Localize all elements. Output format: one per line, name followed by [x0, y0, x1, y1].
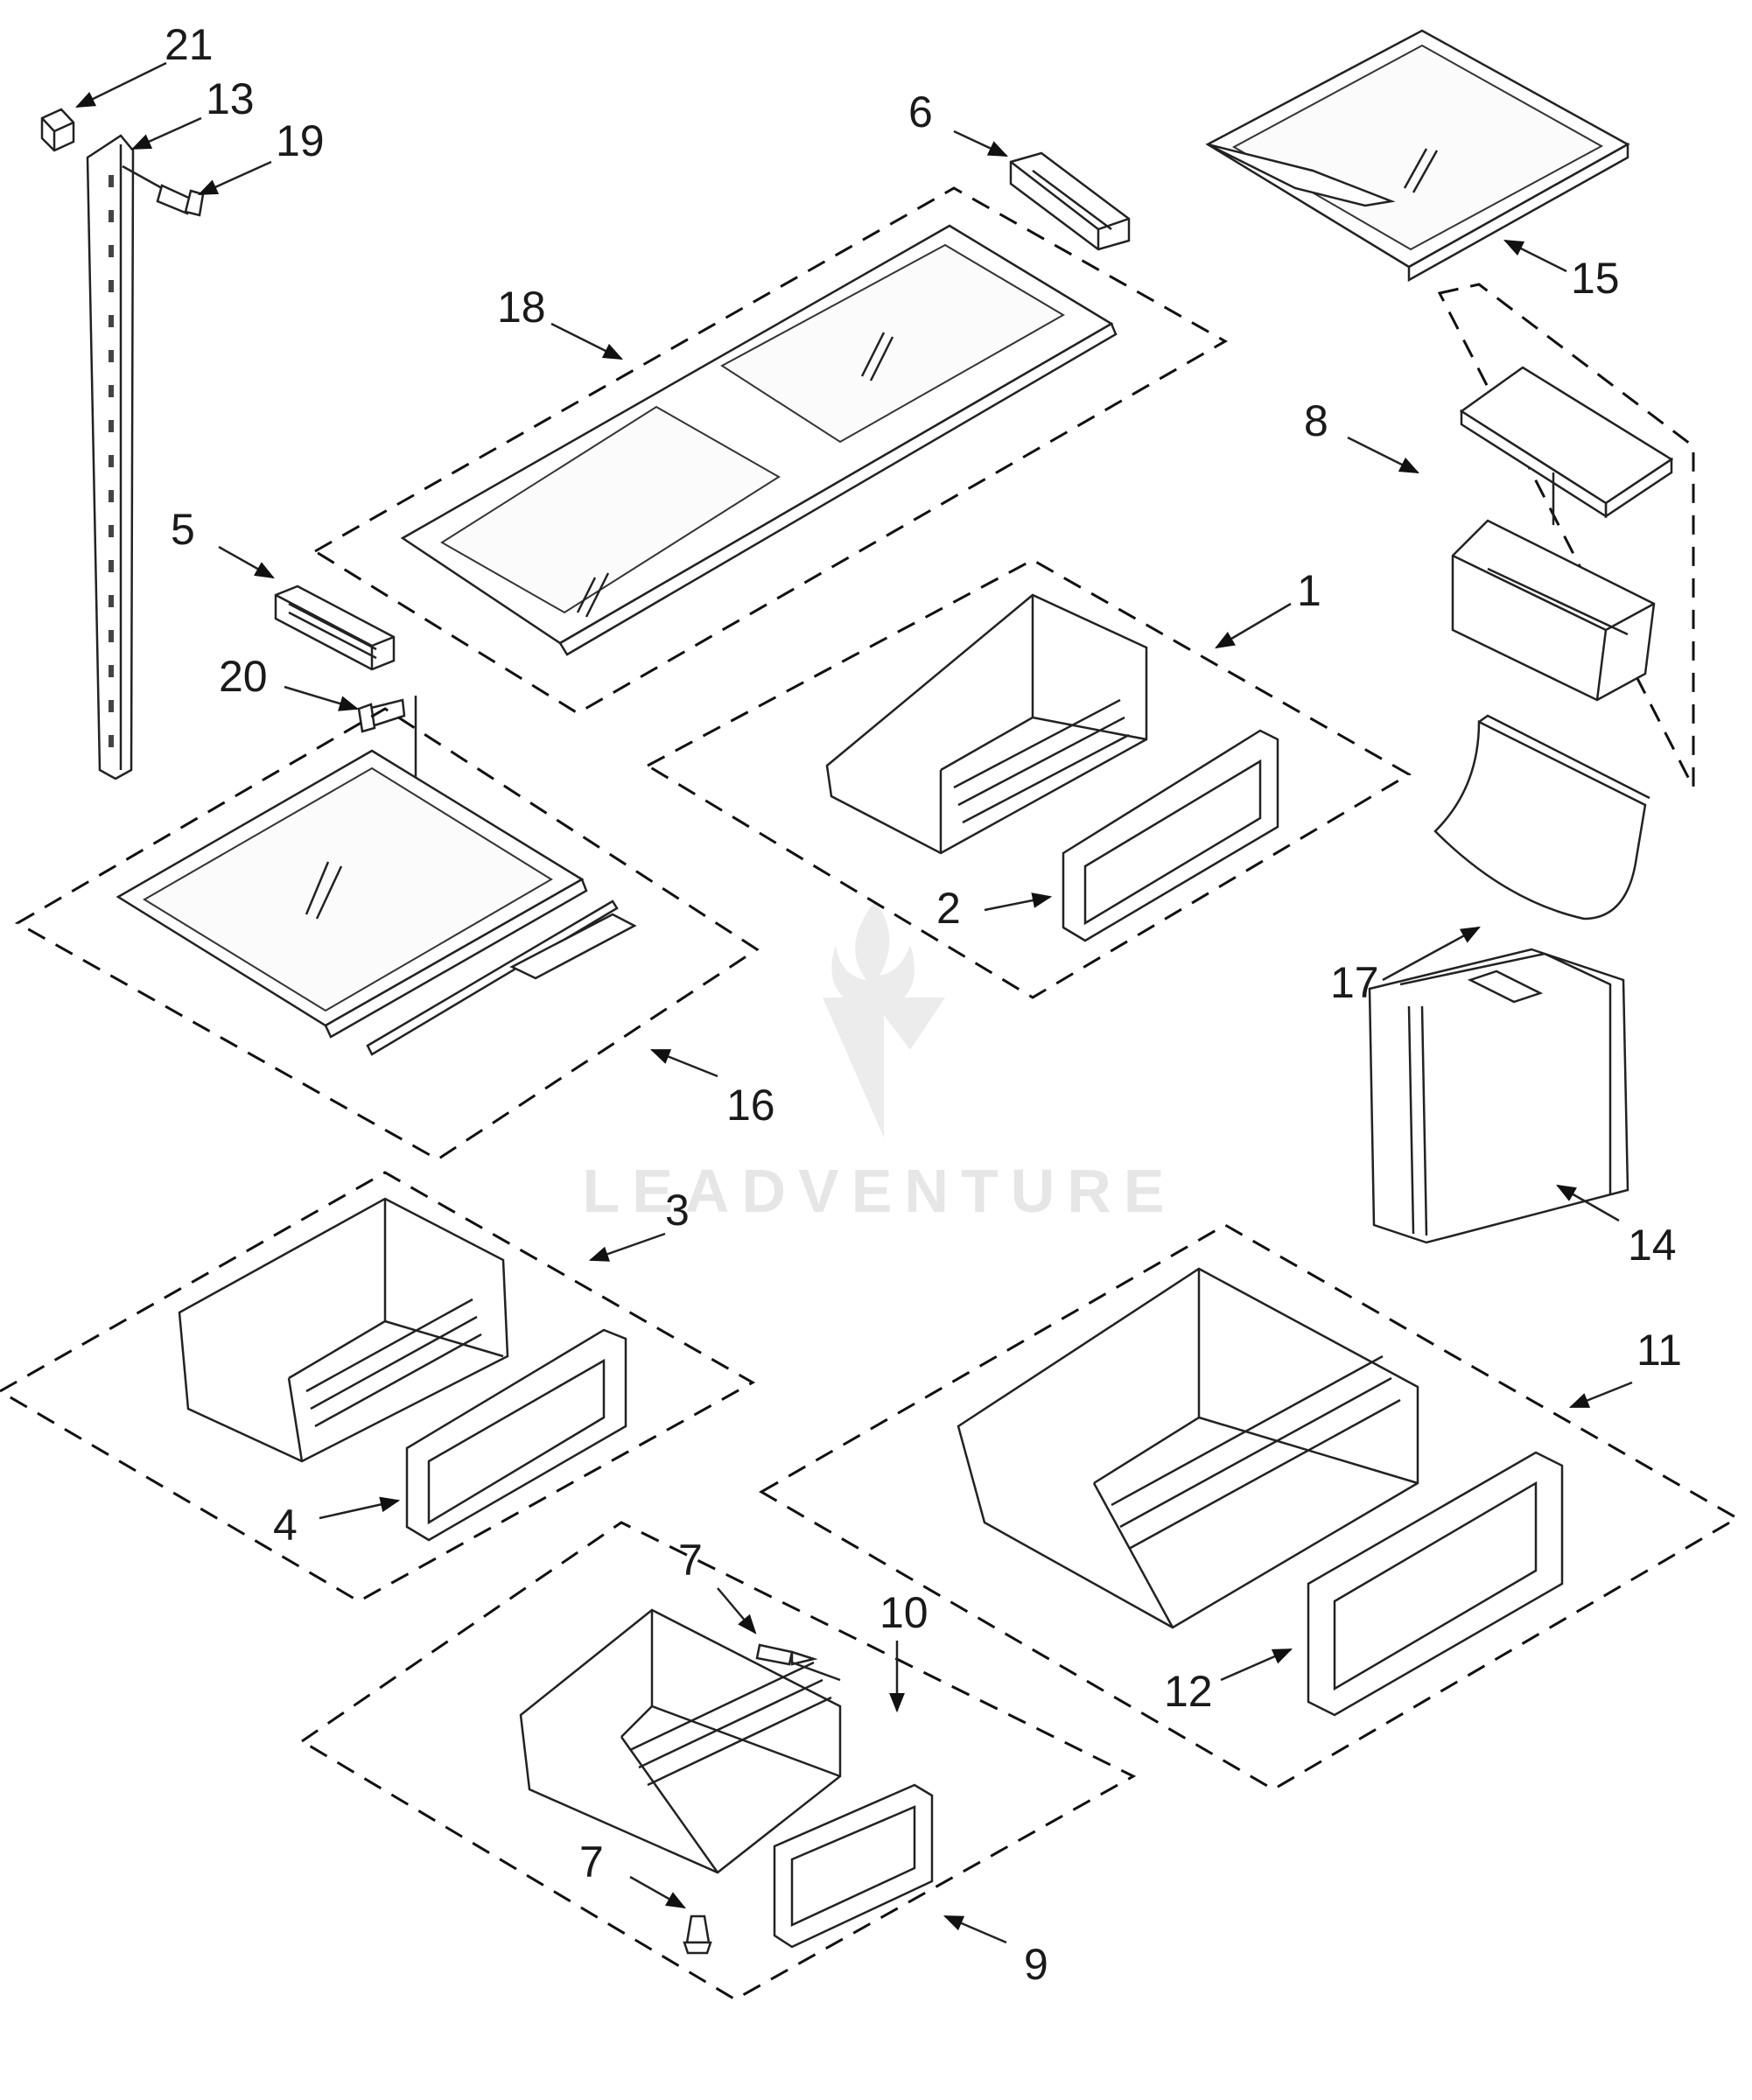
- callout-16: 16: [726, 1081, 775, 1130]
- glass-shelf-part-18: [400, 224, 1118, 656]
- screw-part-20: [357, 696, 417, 788]
- crisper-drawer-part-11: [957, 1267, 1419, 1629]
- end-cap-part-6: [1009, 151, 1131, 251]
- drawer-front-part-12: [1307, 1451, 1564, 1717]
- screw-part-19: [122, 164, 205, 217]
- callout-14: 14: [1628, 1221, 1677, 1270]
- glass-shelf-part-16: [116, 749, 637, 1056]
- group-outline-3: [0, 1171, 756, 1603]
- door-bin-part-8: [1451, 366, 1674, 702]
- group-outline-11: [759, 1223, 1740, 1791]
- leader-arrows: [74, 61, 1633, 1944]
- callout-7-lower: 7: [579, 1838, 604, 1886]
- callout-15: 15: [1571, 254, 1620, 303]
- group-outline-9: [299, 1521, 1137, 2001]
- callout-2: 2: [936, 884, 961, 933]
- door-bin-part-14: [1368, 948, 1629, 1244]
- callout-13: 13: [206, 74, 255, 123]
- callout-12: 12: [1164, 1667, 1213, 1716]
- drawer-part-9: [519, 1608, 842, 1874]
- callout-9: 9: [1024, 1940, 1048, 1989]
- drawer-front-part-4: [405, 1328, 627, 1542]
- callout-5: 5: [171, 505, 195, 554]
- callout-18: 18: [497, 283, 546, 332]
- group-outline-1: [644, 558, 1412, 999]
- glass-shelf-part-15: [1205, 29, 1630, 283]
- cap-part-21: [40, 108, 75, 152]
- callout-7-upper: 7: [678, 1536, 703, 1585]
- drawer-front-part-10: [773, 1783, 934, 1949]
- screw-part-7-upper: [755, 1643, 841, 1682]
- callout-3: 3: [665, 1186, 690, 1235]
- group-outline-16: [14, 707, 760, 1161]
- callout-11: 11: [1636, 1326, 1682, 1375]
- callout-17: 17: [1330, 958, 1379, 1007]
- callout-20: 20: [219, 652, 268, 701]
- shelf-rail-part: [86, 134, 135, 780]
- callout-21: 21: [165, 20, 214, 69]
- group-outline-18: [312, 186, 1229, 715]
- callout-6: 6: [908, 88, 933, 136]
- watermark: LEADVENTURE: [582, 901, 1176, 1225]
- screw-part-7-lower: [683, 1914, 712, 1955]
- callout-10: 10: [880, 1588, 929, 1637]
- watermark-text: LEADVENTURE: [582, 1157, 1176, 1225]
- crisper-drawer-part-1: [825, 593, 1148, 855]
- callout-8: 8: [1304, 396, 1328, 445]
- callout-19: 19: [276, 116, 325, 165]
- callout-labels: 21 13 19 6 15 18 8 5 1 20 2 17 16 3 14 4…: [165, 20, 1682, 1989]
- crisper-drawer-part-3: [178, 1197, 509, 1463]
- callout-4: 4: [273, 1501, 298, 1550]
- bracket-part-5: [274, 584, 396, 671]
- curved-cover-part-17: [1433, 714, 1650, 920]
- drawer-front-part-2: [1062, 729, 1279, 942]
- callout-1: 1: [1297, 566, 1321, 615]
